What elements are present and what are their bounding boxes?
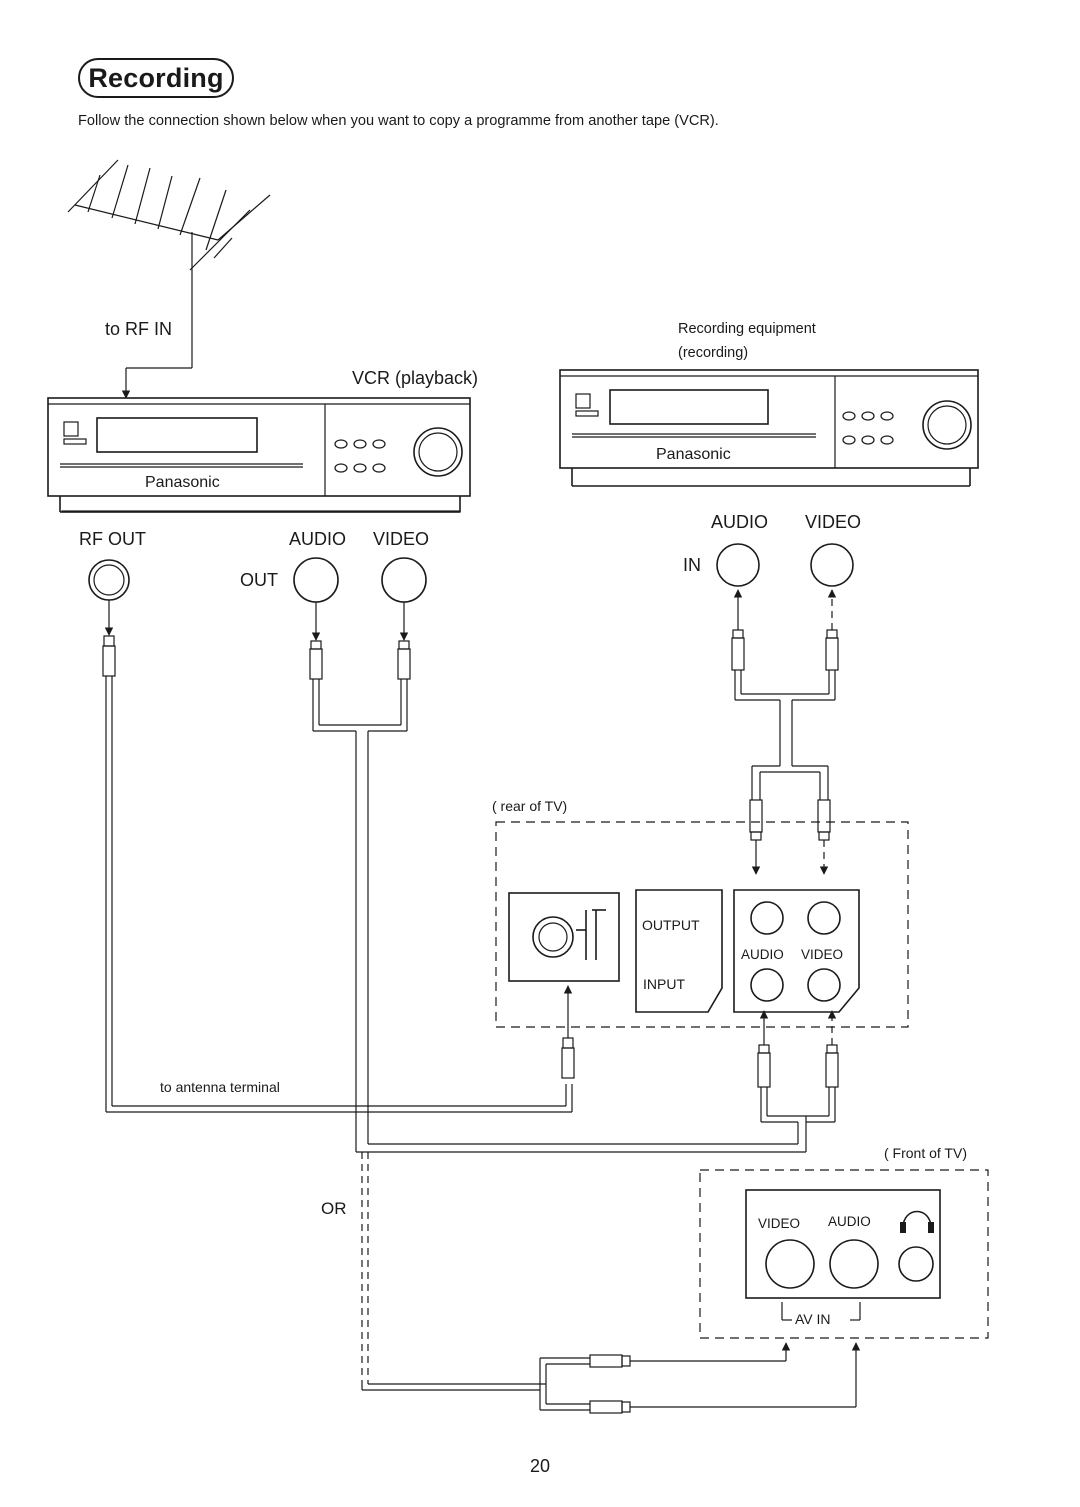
video-label-right: VIDEO (805, 512, 861, 532)
tv-audio-label: AUDIO (741, 947, 784, 962)
vcr-brand-label: Panasonic (145, 474, 220, 491)
tv-input-plugs (757, 1010, 839, 1123)
rf-out-jack-icon (88, 559, 130, 601)
audio-label-left: AUDIO (289, 529, 346, 549)
page-number: 20 (529, 1456, 551, 1476)
front-video-jack-icon (765, 1239, 815, 1289)
front-av-cable (361, 1342, 861, 1414)
tv-audio-input-jack-icon (750, 968, 784, 1002)
to-antenna-terminal-label: to antenna terminal (160, 1079, 280, 1095)
recording-equipment-label: Recording equipment (678, 321, 816, 337)
rf-out-label: RF OUT (79, 529, 146, 549)
vcr-playback-unit (47, 397, 471, 513)
av-in-bracket (781, 1302, 861, 1321)
video-out-jack-icon (381, 557, 427, 603)
front-audio-label: AUDIO (828, 1214, 871, 1229)
av-in-label: AV IN (795, 1311, 831, 1327)
section-title: Recording (78, 58, 234, 98)
to-rf-in-label: to RF IN (105, 319, 172, 339)
tv-video-output-jack-icon (807, 901, 841, 935)
front-video-label: VIDEO (758, 1216, 800, 1231)
antenna-icon (67, 159, 271, 399)
tv-antenna-terminal-icon (508, 892, 620, 982)
front-of-tv-label: ( Front of TV) (884, 1145, 967, 1161)
audio-out-jack-icon (293, 557, 339, 603)
rear-of-tv-label: ( rear of TV) (492, 798, 567, 814)
output-label: OUTPUT (642, 917, 700, 933)
tv-video-label: VIDEO (801, 947, 843, 962)
front-of-tv-panel (699, 1169, 989, 1339)
rear-of-tv-panel (495, 821, 909, 1028)
video-label-left: VIDEO (373, 529, 429, 549)
recording-label: (recording) (678, 345, 748, 361)
output-input-label-panel (635, 889, 723, 1013)
recorder-brand-label: Panasonic (656, 446, 731, 463)
recording-equipment-unit (559, 369, 979, 487)
tv-audio-output-jack-icon (750, 901, 784, 935)
audio-in-jack-icon (716, 543, 760, 587)
headphone-jack-icon (898, 1246, 934, 1282)
av-cable-recorder (731, 589, 839, 875)
in-label: IN (683, 555, 701, 575)
intro-text: Follow the connection shown below when y… (78, 113, 719, 129)
input-label: INPUT (643, 976, 685, 992)
audio-label-right: AUDIO (711, 512, 768, 532)
tv-av-jack-panel (733, 889, 860, 1013)
front-audio-jack-icon (829, 1239, 879, 1289)
rf-cable (102, 600, 575, 1113)
video-in-jack-icon (810, 543, 854, 587)
front-av-jack-panel (745, 1189, 941, 1299)
headphone-icon (900, 1210, 934, 1233)
vcr-playback-label: VCR (playback) (352, 368, 478, 388)
tv-video-input-jack-icon (807, 968, 841, 1002)
or-label: OR (321, 1199, 347, 1218)
out-label: OUT (240, 570, 278, 590)
av-cable-left (309, 602, 807, 1153)
